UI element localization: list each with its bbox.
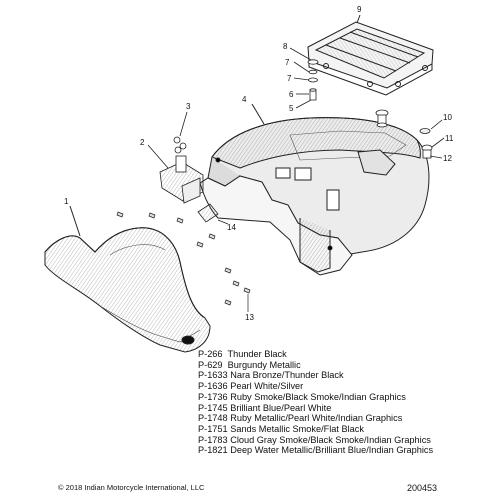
paint-code: P-1736 <box>198 391 228 402</box>
callout-8: 8 <box>283 42 288 51</box>
callout-6: 6 <box>289 90 294 99</box>
legend-row: P-1745 Brilliant Blue/Pearl White <box>198 403 488 414</box>
callout-5: 5 <box>289 104 294 113</box>
trunk-lid <box>199 103 430 276</box>
legend-row: P-1751 Sands Metallic Smoke/Flat Black <box>198 424 488 435</box>
legend-row: P-629 Burgundy Metallic <box>198 360 488 371</box>
latch-hardware <box>375 109 445 159</box>
paint-name: Ruby Smoke/Black Smoke/Indian Graphics <box>230 391 406 402</box>
paint-code-legend: P-266 Thunder Black P-629 Burgundy Metal… <box>198 349 488 456</box>
paint-name: Pearl White/Silver <box>230 381 304 392</box>
rack-hardware <box>289 47 319 109</box>
hinge-bracket <box>147 111 204 204</box>
legend-row: P-266 Thunder Black <box>198 349 488 360</box>
callout-11: 11 <box>445 134 454 143</box>
callout-4: 4 <box>242 95 247 104</box>
paint-code: P-629 <box>198 359 223 370</box>
legend-row: P-1748 Ruby Metallic/Pearl White/Indian … <box>198 413 488 424</box>
paint-name: Thunder Black <box>227 349 287 359</box>
paint-name: Brilliant Blue/Pearl White <box>230 402 332 413</box>
paint-code: P-1748 <box>198 413 228 424</box>
paint-name: Ruby Metallic/Pearl White/Indian Graphic… <box>230 413 403 424</box>
paint-code: P-1821 <box>198 445 228 456</box>
paint-code: P-1633 <box>198 370 228 381</box>
callout-12: 12 <box>443 154 452 163</box>
legend-row: P-1821 Deep Water Metallic/Brilliant Blu… <box>198 445 488 456</box>
callout-7b: 7 <box>285 58 290 67</box>
callout-13: 13 <box>245 313 254 322</box>
paint-name: Sands Metallic Smoke/Flat Black <box>230 423 364 434</box>
legend-row: P-1633 Nara Bronze/Thunder Black <box>198 370 488 381</box>
callout-9: 9 <box>357 5 362 14</box>
paint-name: Nara Bronze/Thunder Black <box>230 370 344 381</box>
paint-code: P-1745 <box>198 402 228 413</box>
callout-3: 3 <box>186 102 191 111</box>
paint-code: P-266 <box>198 349 223 359</box>
paint-code: P-1751 <box>198 423 228 434</box>
legend-row: P-1736 Ruby Smoke/Black Smoke/Indian Gra… <box>198 392 488 403</box>
paint-name: Burgundy Metallic <box>227 359 301 370</box>
lower-bracket <box>197 203 229 225</box>
luggage-rack <box>307 14 434 96</box>
callout-7a: 7 <box>287 74 292 83</box>
callout-1: 1 <box>64 197 69 206</box>
drawing-number: 200453 <box>407 483 438 493</box>
callout-14: 14 <box>227 223 236 232</box>
backrest-pad <box>44 205 211 353</box>
fasteners <box>116 211 251 312</box>
paint-name: Deep Water Metallic/Brilliant Blue/India… <box>230 445 434 456</box>
legend-row: P-1783 Cloud Gray Smoke/Black Smoke/Indi… <box>198 435 488 446</box>
legend-row: P-1636 Pearl White/Silver <box>198 381 488 392</box>
callout-10: 10 <box>443 113 452 122</box>
paint-name: Cloud Gray Smoke/Black Smoke/Indian Grap… <box>230 434 431 445</box>
callout-2: 2 <box>140 138 145 147</box>
paint-code: P-1636 <box>198 381 228 392</box>
paint-code: P-1783 <box>198 434 228 445</box>
copyright-notice: © 2018 Indian Motorcycle International, … <box>58 483 205 492</box>
